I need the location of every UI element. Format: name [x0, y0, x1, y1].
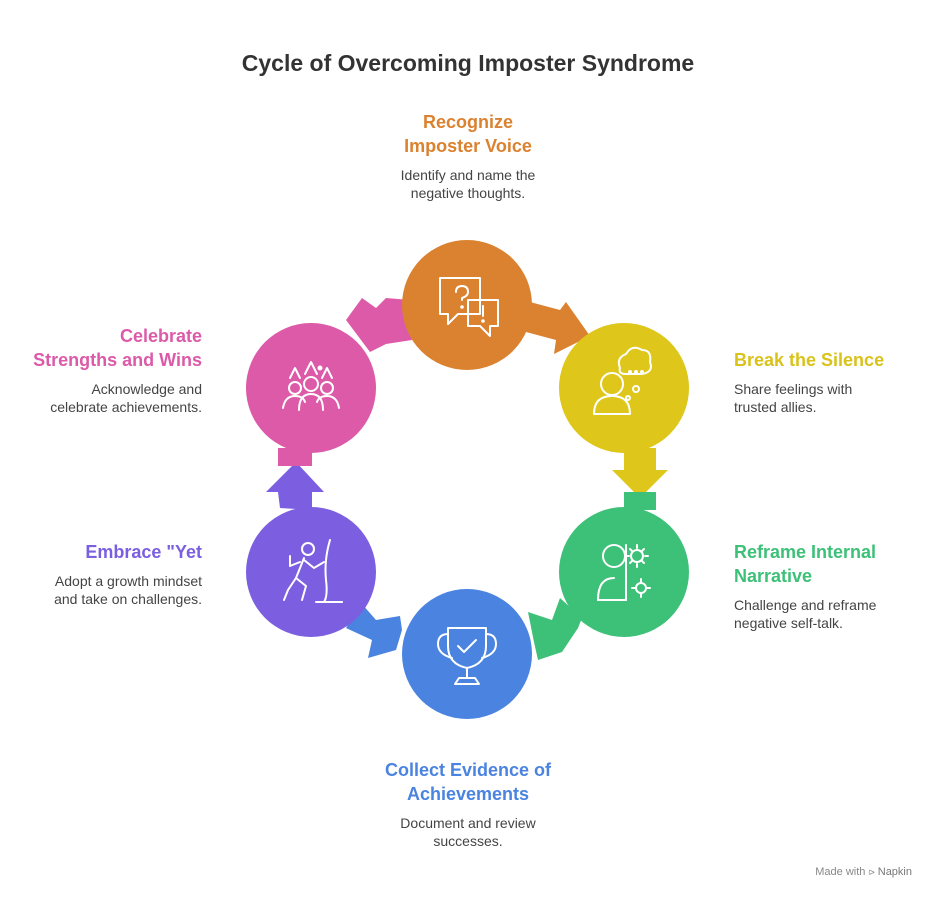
step-circle-collect — [402, 589, 532, 719]
step-desc-line-1: Document and review — [400, 815, 536, 831]
step-label-collect: Collect Evidence of Achievements Documen… — [338, 758, 598, 850]
step-heading-line-1: Recognize — [422, 112, 514, 132]
trophy-check-icon — [437, 627, 497, 685]
step-circle-embrace — [246, 507, 376, 637]
step-circle-reframe — [559, 507, 689, 637]
step-desc-line-2: negative thoughts. — [410, 185, 526, 201]
step-heading-line-1: Celebrate — [119, 326, 202, 346]
step-circle-celebrate — [246, 323, 376, 453]
diagram-title: Cycle of Overcoming Imposter Syndrome — [241, 50, 695, 76]
step-circle-break-silence — [559, 323, 689, 453]
footer-attribution[interactable]: Made with ⪧ Napkin — [815, 866, 912, 879]
step-label-celebrate: Celebrate Strengths and Wins Acknowledge… — [12, 324, 202, 416]
step-heading-line-1: Break the Silence — [734, 350, 885, 370]
step-label-embrace: Embrace "Yet Adopt a growth mindset and … — [12, 540, 202, 608]
step-desc-line-2: successes. — [433, 833, 503, 849]
step-desc-line-1: Adopt a growth mindset — [54, 573, 202, 589]
arrow-embrace-to-celebrate — [266, 448, 324, 510]
person-thought-bubble-icon — [593, 346, 652, 415]
step-desc-line-1: Share feelings with — [734, 381, 853, 397]
step-heading-line-2: Strengths and Wins — [33, 350, 202, 370]
arrow-break-to-reframe — [612, 448, 668, 510]
arrow-recognize-to-break — [526, 302, 590, 354]
step-heading-line-2: Narrative — [734, 566, 813, 586]
celebrating-group-icon — [282, 361, 340, 411]
climbing-person-icon — [283, 539, 343, 603]
footer-brand: Napkin — [877, 866, 912, 878]
step-desc-line-1: Challenge and reframe — [734, 597, 877, 613]
step-desc-line-1: Identify and name the — [400, 167, 536, 183]
arrow-reframe-to-collect — [528, 598, 582, 660]
arrow-celebrate-to-recognize — [346, 298, 412, 352]
step-heading-line-1: Embrace "Yet — [85, 542, 202, 562]
napkin-logo-icon: ⪧ — [868, 866, 875, 878]
step-desc-line-2: trusted allies. — [734, 399, 817, 415]
footer-prefix: Made with — [815, 866, 866, 878]
step-heading-line-2: Imposter Voice — [404, 136, 532, 156]
arrow-collect-to-embrace — [346, 604, 402, 658]
step-label-recognize: Recognize Imposter Voice Identify and na… — [348, 110, 588, 202]
step-heading-line-1: Collect Evidence of — [384, 760, 552, 780]
step-heading-line-1: Reframe Internal — [734, 542, 877, 562]
step-label-break-silence: Break the Silence Share feelings with tr… — [734, 348, 924, 416]
step-desc-line-2: celebrate achievements. — [50, 399, 202, 415]
step-heading-line-2: Achievements — [406, 784, 530, 804]
step-desc-line-1: Acknowledge and — [91, 381, 202, 397]
step-desc-line-2: and take on challenges. — [54, 591, 202, 607]
head-gears-icon — [597, 544, 651, 601]
step-desc-line-2: negative self-talk. — [734, 615, 843, 631]
step-label-reframe: Reframe Internal Narrative Challenge and… — [734, 540, 924, 632]
speech-bubbles-question-exclamation-icon — [439, 277, 499, 337]
